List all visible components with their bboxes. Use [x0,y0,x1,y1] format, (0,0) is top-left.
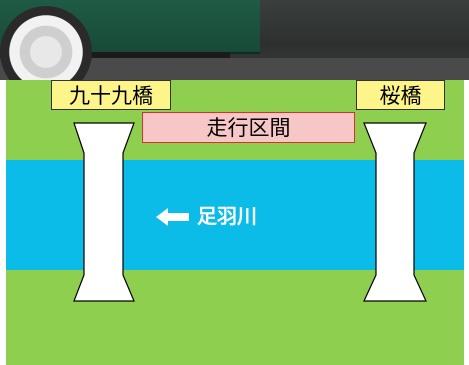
left-bridge-label: 九十九橋 [51,80,171,110]
map-svg [6,80,464,365]
truck-underside [0,52,230,62]
left-bridge [73,122,135,302]
section-label: 走行区間 [142,112,355,143]
arrow-left-icon [156,208,189,226]
river-map-diagram: 九十九橋 桜橋 走行区間 足羽川 [6,80,464,365]
truck-wheel [0,6,92,80]
river-name: 足羽川 [197,204,257,228]
right-bridge [363,122,427,302]
right-bridge-label: 桜橋 [356,80,445,110]
truck-photo-strip [0,0,469,80]
road-surface [0,58,469,80]
